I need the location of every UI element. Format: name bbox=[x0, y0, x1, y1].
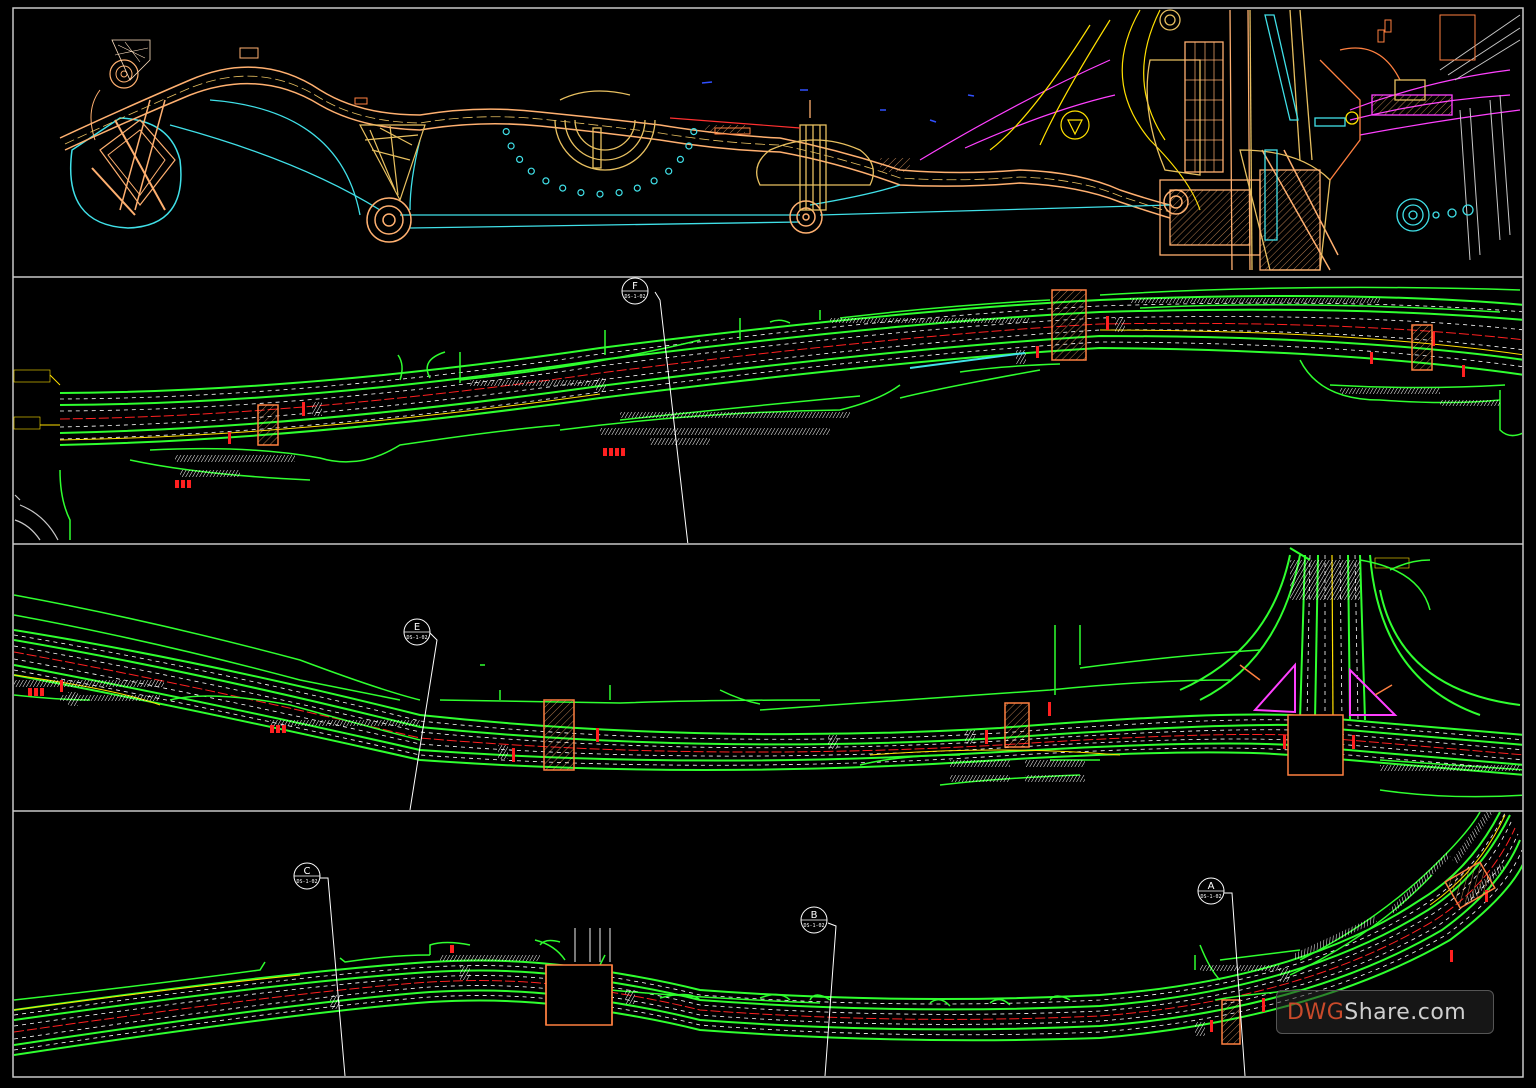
callout-E: E DS-1-02 bbox=[403, 618, 431, 646]
lane-markings bbox=[14, 634, 1522, 771]
fountain-dot bbox=[507, 142, 515, 150]
fountain-dot bbox=[559, 184, 567, 192]
callout-F-leader bbox=[654, 291, 689, 543]
road-edge-lines bbox=[14, 629, 1522, 776]
traffic-islands bbox=[1252, 662, 1398, 716]
crosswalk-bridges bbox=[1221, 860, 1496, 1045]
road-panel-1 bbox=[14, 286, 1522, 543]
outer-curbs bbox=[14, 812, 1481, 1007]
promenade-walkway bbox=[59, 66, 1171, 219]
callout-leaders bbox=[318, 877, 1246, 1076]
red-markers bbox=[175, 316, 1465, 488]
road-edge-lines bbox=[14, 812, 1522, 1056]
callout-C-letter: C bbox=[304, 866, 311, 877]
intersection-box bbox=[545, 964, 613, 1026]
yellow-tags bbox=[40, 374, 61, 426]
parking-stalls bbox=[14, 560, 1520, 782]
callout-F-code: DS-1-02 bbox=[624, 294, 645, 300]
lane-markings bbox=[14, 812, 1522, 1051]
callout-B: B DS-1-02 bbox=[800, 906, 828, 934]
central-bridge bbox=[756, 100, 874, 211]
watermark-share: Share.com bbox=[1344, 1000, 1467, 1025]
white-zebra bbox=[330, 966, 1290, 1036]
callout-F-letter: F bbox=[632, 281, 638, 292]
yellow-paths bbox=[989, 9, 1201, 211]
target-circles bbox=[1396, 198, 1474, 232]
orange-rects bbox=[354, 14, 1476, 135]
callout-C-code: DS-1-02 bbox=[296, 879, 317, 885]
dwgshare-watermark: DWGShare.com bbox=[1276, 990, 1494, 1034]
watermark-dwg: DWG bbox=[1287, 1000, 1345, 1025]
fountain-dot bbox=[685, 142, 693, 150]
callout-B-code: DS-1-02 bbox=[803, 923, 824, 929]
road-panel-2 bbox=[14, 547, 1522, 810]
fountain-dot bbox=[542, 177, 550, 185]
right-complex bbox=[1146, 9, 1453, 271]
fountain-dot bbox=[502, 128, 510, 136]
fountain-dot bbox=[650, 177, 658, 185]
outer-curbs bbox=[59, 286, 1522, 540]
cross-street-stub-green bbox=[534, 939, 606, 966]
cyan-edge bbox=[909, 352, 1026, 369]
callout-E-letter: E bbox=[414, 622, 420, 633]
fountain-dot bbox=[665, 167, 673, 175]
white-zebra bbox=[312, 318, 1125, 416]
parallel-rails bbox=[1439, 14, 1521, 261]
crosswalk-bridges bbox=[543, 699, 1030, 771]
callout-E-code: DS-1-02 bbox=[406, 635, 427, 641]
fountain-dot bbox=[596, 190, 604, 198]
callout-B-letter: B bbox=[811, 910, 818, 921]
road-edge-lines bbox=[59, 295, 1522, 446]
water-edge-lines bbox=[169, 99, 1171, 229]
red-median bbox=[14, 651, 1522, 756]
callout-A-letter: A bbox=[1208, 881, 1215, 892]
fountain-dot bbox=[515, 155, 524, 163]
left-stub-curbs bbox=[14, 494, 59, 541]
sheet-frame bbox=[12, 7, 1524, 1078]
semicircle-plaza bbox=[554, 90, 656, 171]
fountain-dot bbox=[676, 155, 685, 163]
cross-street-stub bbox=[574, 928, 611, 962]
fountain-dots bbox=[502, 128, 698, 198]
yellow-service-lines bbox=[59, 329, 1522, 441]
fountain-dot bbox=[690, 128, 698, 136]
red-median bbox=[14, 827, 1516, 1033]
white-zebra bbox=[68, 692, 975, 759]
fountain-dot bbox=[615, 189, 623, 197]
intersection-box bbox=[1239, 664, 1393, 776]
pavilion-lattice bbox=[359, 124, 426, 202]
red-markers bbox=[28, 680, 1355, 762]
road-panel-3 bbox=[14, 812, 1522, 1076]
left-plaza bbox=[70, 39, 259, 229]
site-plan-panel bbox=[59, 9, 1521, 271]
callout-E-leader bbox=[409, 632, 438, 810]
red-markers bbox=[450, 890, 1488, 1032]
lane-markings bbox=[59, 302, 1522, 440]
fountain-dot bbox=[633, 184, 641, 192]
callout-F: F DS-1-02 bbox=[621, 277, 649, 305]
yellow-service-lines bbox=[14, 674, 1121, 756]
fountain-dot bbox=[577, 189, 585, 197]
blue-marks bbox=[701, 81, 975, 123]
parking-stalls bbox=[175, 298, 1500, 477]
crosswalk-bridges bbox=[257, 289, 1433, 446]
small-hatch-strip bbox=[705, 125, 910, 172]
callout-A-code: DS-1-02 bbox=[1200, 894, 1221, 900]
callout-C: C DS-1-02 bbox=[293, 862, 321, 890]
fountain-dot bbox=[527, 167, 535, 175]
circular-nodes bbox=[366, 189, 1189, 243]
callout-A: A DS-1-02 bbox=[1197, 877, 1225, 905]
red-line-segment bbox=[669, 117, 801, 129]
red-median bbox=[59, 322, 1522, 420]
